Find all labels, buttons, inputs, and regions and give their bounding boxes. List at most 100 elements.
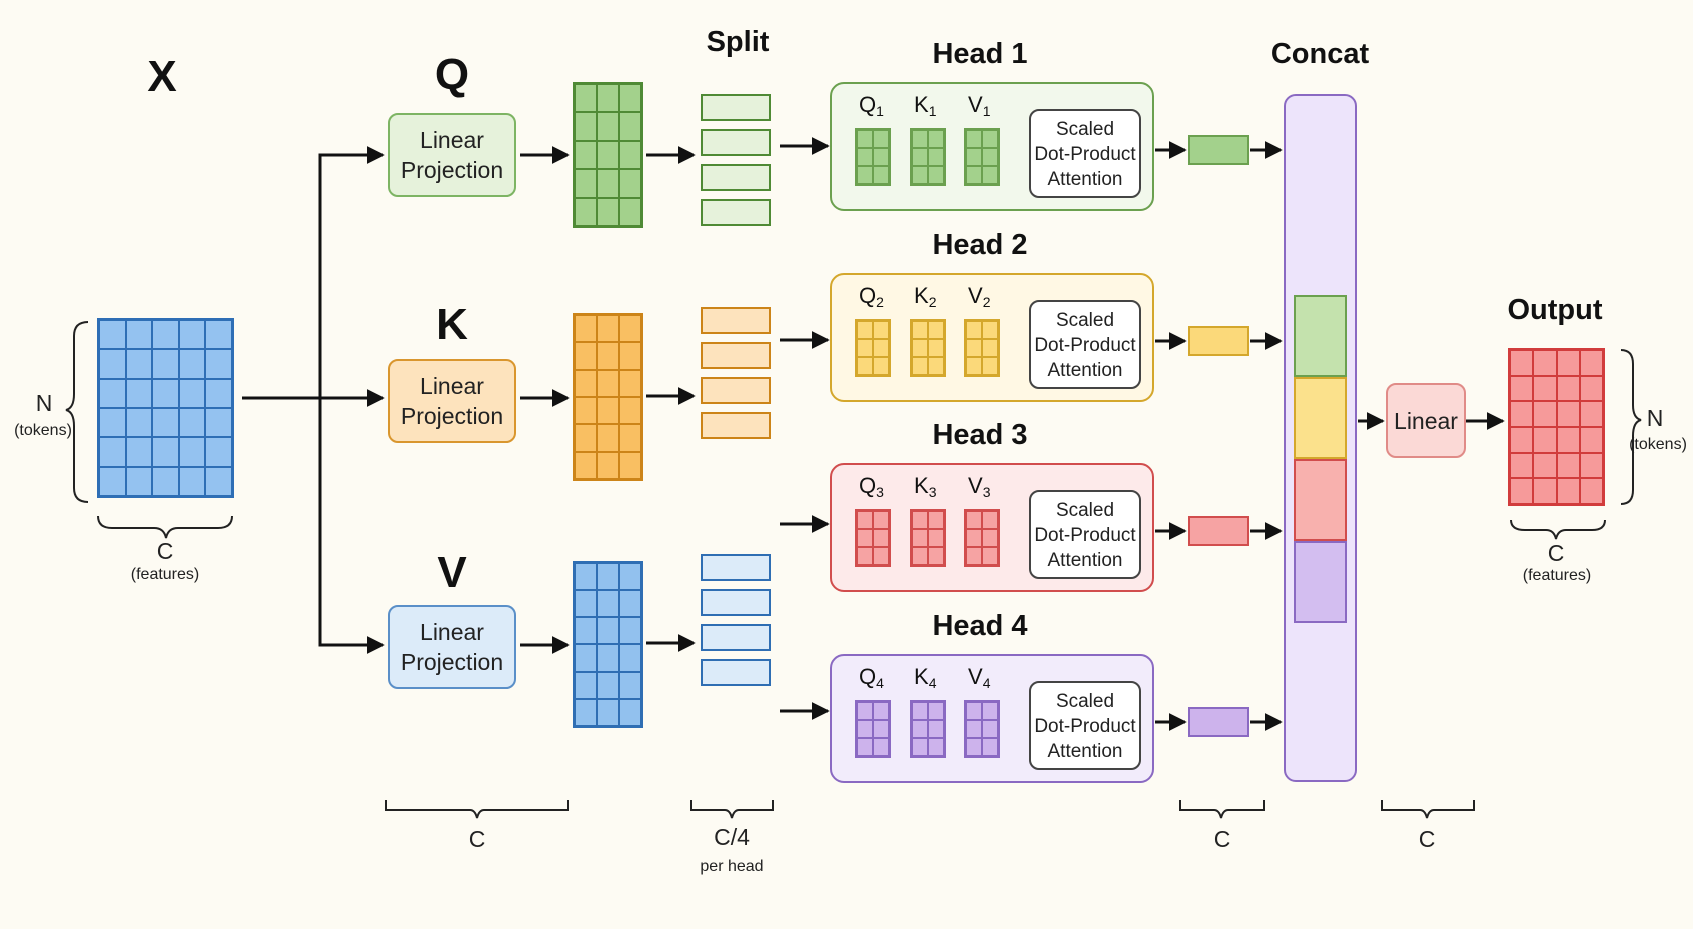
- split-bar-k: [701, 307, 771, 334]
- matrix-cell: [597, 424, 619, 452]
- matrix-cell: [873, 339, 889, 357]
- matrix-cell: [873, 130, 889, 148]
- matrix-cell: [575, 169, 597, 198]
- matrix-cell: [597, 451, 619, 479]
- matrix-cell: [575, 342, 597, 370]
- head-v-matrix: [964, 700, 1000, 758]
- matrix-cell: [178, 320, 206, 350]
- output-rows-label: N: [1646, 405, 1664, 431]
- matrix-cell: [178, 466, 206, 496]
- matrix-cell: [912, 529, 928, 547]
- head-v-label: V3: [968, 473, 991, 500]
- matrix-cell: [1579, 426, 1603, 453]
- matrix-cell: [1579, 375, 1603, 402]
- matrix-cell: [982, 720, 998, 738]
- matrix-cell: [619, 671, 641, 699]
- matrix-cell: [928, 357, 944, 375]
- matrix-cell: [125, 320, 153, 350]
- matrix-cell: [873, 166, 889, 184]
- matrix-cell: [912, 702, 928, 720]
- matrix-cell: [152, 349, 179, 379]
- k-title: K: [436, 300, 468, 349]
- matrix-cell: [1556, 350, 1580, 376]
- matrix-cell: [125, 378, 153, 408]
- matrix-cell: [966, 166, 982, 184]
- matrix-cell: [982, 511, 998, 529]
- linear-dim-brace: [1381, 800, 1475, 819]
- matrix-cell: [857, 339, 873, 357]
- split-bar-v: [701, 659, 771, 686]
- matrix-cell: [597, 671, 619, 699]
- matrix-cell: [1510, 350, 1534, 376]
- split-bar-k: [701, 342, 771, 369]
- matrix-cell: [857, 166, 873, 184]
- input-cols-sub: (features): [130, 566, 200, 583]
- head-output-bar: [1188, 326, 1249, 356]
- output-cols-label: C: [1547, 540, 1565, 566]
- matrix-cell: [982, 738, 998, 756]
- matrix-cell: [205, 349, 232, 379]
- head-q-label: Q1: [859, 92, 884, 119]
- head-q-matrix: [855, 128, 891, 186]
- matrix-cell: [575, 671, 597, 699]
- input-rows-sub: (tokens): [14, 422, 72, 439]
- matrix-cell: [575, 617, 597, 645]
- matrix-cell: [597, 563, 619, 591]
- matrix-cell: [619, 590, 641, 618]
- matrix-cell: [857, 738, 873, 756]
- matrix-cell: [152, 466, 179, 496]
- matrix-cell: [966, 130, 982, 148]
- matrix-cell: [205, 466, 232, 496]
- matrix-cell: [912, 321, 928, 339]
- heads-dim-brace: [1179, 800, 1265, 819]
- matrix-cell: [575, 451, 597, 479]
- output-rows-sub: (tokens): [1629, 436, 1687, 453]
- matrix-cell: [619, 112, 641, 141]
- matrix-cell: [1510, 375, 1534, 402]
- matrix-cell: [982, 130, 998, 148]
- split-bar-q: [701, 199, 771, 226]
- head-k-matrix: [910, 700, 946, 758]
- matrix-cell: [1510, 478, 1534, 504]
- head-q-matrix: [855, 319, 891, 377]
- matrix-cell: [912, 738, 928, 756]
- matrix-cell: [857, 130, 873, 148]
- matrix-cell: [982, 529, 998, 547]
- matrix-cell: [857, 529, 873, 547]
- matrix-cell: [873, 702, 889, 720]
- matrix-cell: [966, 321, 982, 339]
- matrix-cell: [597, 397, 619, 425]
- head-q-matrix: [855, 509, 891, 567]
- matrix-cell: [597, 342, 619, 370]
- head-title: Head 2: [932, 229, 1028, 261]
- matrix-cell: [597, 140, 619, 170]
- concat-title: Concat: [1270, 38, 1370, 70]
- matrix-cell: [928, 511, 944, 529]
- matrix-cell: [928, 529, 944, 547]
- matrix-cell: [982, 357, 998, 375]
- matrix-cell: [873, 148, 889, 166]
- matrix-cell: [1533, 350, 1557, 376]
- matrix-cell: [575, 140, 597, 170]
- matrix-cell: [597, 590, 619, 618]
- output-rows-brace: [1620, 349, 1642, 505]
- matrix-cell: [619, 451, 641, 479]
- proj-dim-brace: [385, 800, 569, 819]
- matrix-cell: [966, 357, 982, 375]
- matrix-cell: [619, 140, 641, 170]
- matrix-cell: [857, 547, 873, 565]
- matrix-cell: [575, 644, 597, 672]
- head-v-matrix: [964, 319, 1000, 377]
- head-output-bar: [1188, 707, 1249, 737]
- head-k-label: K4: [914, 664, 937, 691]
- matrix-cell: [966, 148, 982, 166]
- matrix-cell: [982, 339, 998, 357]
- matrix-cell: [873, 547, 889, 565]
- matrix-cell: [873, 321, 889, 339]
- matrix-cell: [619, 342, 641, 370]
- matrix-cell: [928, 166, 944, 184]
- matrix-cell: [1556, 401, 1580, 427]
